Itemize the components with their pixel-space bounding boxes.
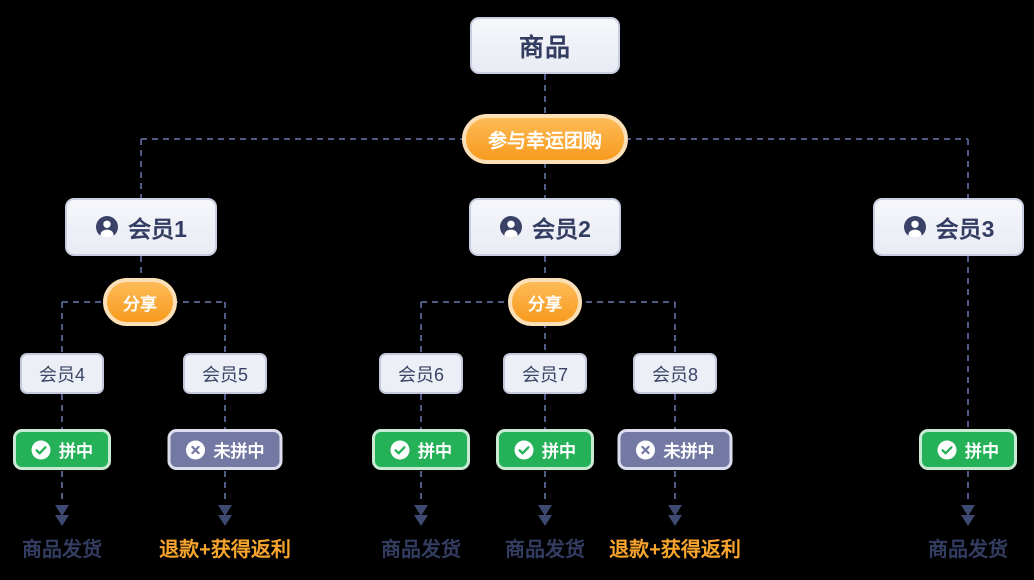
status-badge-member3-won: 拼中 <box>919 429 1017 470</box>
member2-node: 会员2 <box>469 198 621 256</box>
member2-label: 会员2 <box>532 216 591 242</box>
member3-label: 会员3 <box>935 216 995 242</box>
member7-node: 会员7 <box>503 353 587 394</box>
member4-label: 会员4 <box>38 364 85 385</box>
cross-circle-icon <box>186 440 206 460</box>
share-label: 分享 <box>528 294 562 314</box>
member4-node: 会员4 <box>20 353 104 394</box>
status-badge-member7-won: 拼中 <box>496 429 594 470</box>
member1-node: 会员1 <box>65 198 217 256</box>
join-groupbuy-pill: 参与幸运团购 <box>461 114 629 164</box>
status-badge-member6-won: 拼中 <box>372 429 470 470</box>
check-circle-icon <box>937 440 957 460</box>
status-badge-member8-lost: 未拼中 <box>617 429 733 470</box>
user-avatar-icon <box>499 215 523 239</box>
outcome-member6: 商品发货 <box>381 539 461 561</box>
member6-label: 会员6 <box>397 364 444 385</box>
join-groupbuy-label: 参与幸运团购 <box>487 130 603 152</box>
user-avatar-icon <box>903 215 927 239</box>
share-pill-member2: 分享 <box>508 278 582 326</box>
share-pill-member1: 分享 <box>103 278 177 326</box>
share-label: 分享 <box>123 294 157 314</box>
status-label: 拼中 <box>542 442 576 461</box>
member8-label: 会员8 <box>651 364 698 385</box>
status-label: 未拼中 <box>213 442 265 461</box>
status-label: 拼中 <box>965 442 999 461</box>
outcome-member7: 商品发货 <box>505 539 585 561</box>
outcome-member5: 退款+获得返利 <box>159 539 291 561</box>
status-badge-member5-lost: 未拼中 <box>167 429 283 470</box>
cross-circle-icon <box>636 440 656 460</box>
check-circle-icon <box>514 440 534 460</box>
outcome-member4: 商品发货 <box>22 539 102 561</box>
check-circle-icon <box>390 440 410 460</box>
product-label: 商品 <box>518 33 571 62</box>
member6-node: 会员6 <box>379 353 463 394</box>
check-circle-icon <box>31 440 51 460</box>
member5-node: 会员5 <box>183 353 267 394</box>
member3-node: 会员3 <box>873 198 1024 256</box>
down-arrow-icon <box>55 471 975 526</box>
outcome-member3: 商品发货 <box>928 539 1008 561</box>
outcome-member8: 退款+获得返利 <box>609 539 741 561</box>
member8-node: 会员8 <box>633 353 717 394</box>
member5-label: 会员5 <box>201 364 248 385</box>
user-avatar-icon <box>95 215 119 239</box>
member1-label: 会员1 <box>128 216 187 242</box>
status-label: 未拼中 <box>663 442 715 461</box>
status-label: 拼中 <box>418 442 452 461</box>
status-badge-member4-won: 拼中 <box>13 429 111 470</box>
member7-label: 会员7 <box>521 364 568 385</box>
product-node: 商品 <box>470 17 620 74</box>
status-label: 拼中 <box>59 442 93 461</box>
